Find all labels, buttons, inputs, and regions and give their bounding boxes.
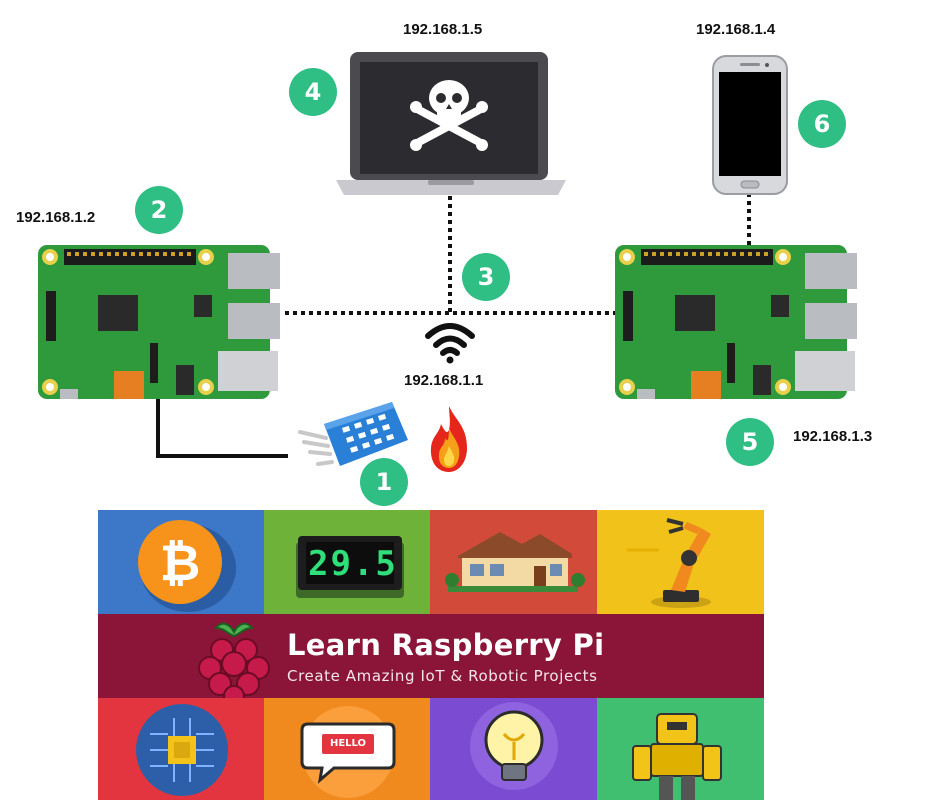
tile-lightbulb: [430, 698, 597, 800]
speech-bubble-icon: [300, 706, 396, 798]
svg-text:₿: ₿: [160, 534, 201, 592]
house-icon: [445, 532, 585, 592]
phone-ip-label: 192.168.1.4: [696, 21, 776, 38]
wifi-icon: [425, 323, 475, 364]
raspberry-pi-right: [615, 245, 857, 399]
lightbulb-icon: [470, 702, 558, 790]
sensor-wire: [156, 398, 288, 458]
skull-crossbones-icon: [410, 80, 488, 151]
tile-chip: [98, 698, 264, 800]
tile-bitcoin: ₿: [98, 510, 264, 614]
speech-bubble-text: HELLO: [329, 738, 367, 749]
step-badge-4: 4: [289, 68, 337, 116]
tile-robot-arm: [597, 510, 764, 614]
router-ip-label: 192.168.1.1: [404, 372, 484, 389]
step-badge-3: 3: [462, 253, 510, 301]
step-badge-6: 6: [798, 100, 846, 148]
chip-icon: [136, 704, 228, 796]
attacker-laptop: [336, 52, 566, 195]
smartphone: [712, 55, 788, 195]
pi-left-ip-label: 192.168.1.2: [16, 209, 96, 226]
step-badge-2: 2: [135, 186, 183, 234]
tile-robot: [597, 698, 764, 800]
raspberry-pi-left: [38, 245, 280, 399]
banner-subtitle: Create Amazing IoT & Robotic Projects: [287, 667, 598, 685]
bitcoin-icon: ₿: [138, 520, 236, 612]
banner-title: Learn Raspberry Pi: [287, 628, 605, 662]
step-badge-1: 1: [360, 458, 408, 506]
raspberry-logo-icon: [198, 622, 270, 707]
temperature-sensor: [298, 402, 408, 466]
tile-temperature-display: 29.5: [264, 510, 430, 614]
robot-icon: [632, 713, 722, 800]
pi-right-ip-label: 192.168.1.3: [793, 428, 873, 445]
step-badge-5: 5: [726, 418, 774, 466]
flame-icon: [430, 406, 467, 472]
sensor-display-value: 29.5: [308, 544, 398, 584]
tile-smart-home: [430, 510, 597, 614]
tile-speech: HELLO: [264, 698, 430, 800]
laptop-ip-label: 192.168.1.5: [403, 21, 483, 38]
robot-arm-icon: [627, 518, 711, 608]
